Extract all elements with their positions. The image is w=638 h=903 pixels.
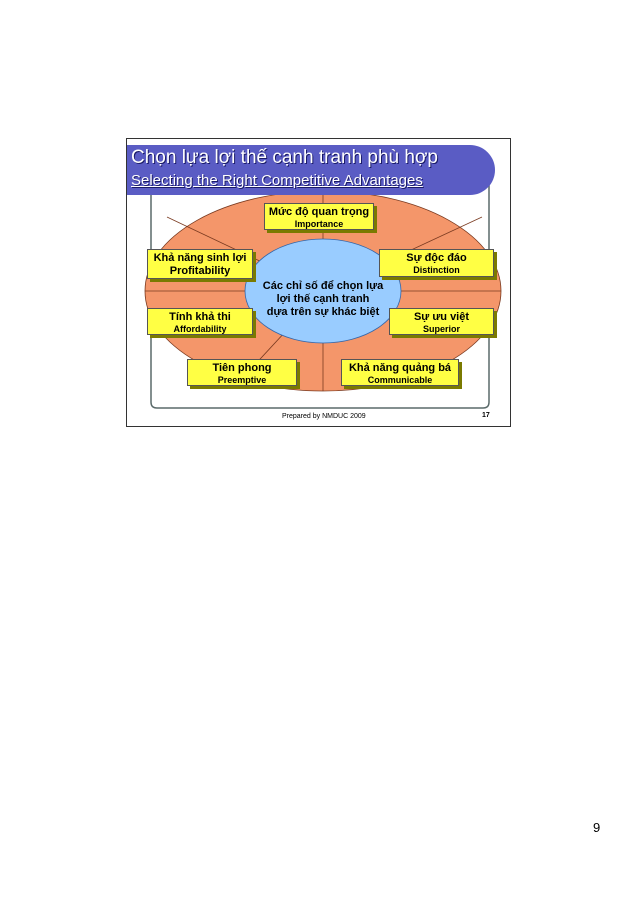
criterion-preemptive: Tiên phong Preemptive [187,359,297,386]
center-label-line-1: Các chỉ số để chọn lựa [262,280,384,292]
criterion-affordability-en: Affordability [173,324,227,334]
criterion-communicable-vi: Khả năng quảng bá [348,362,452,374]
criterion-preemptive-en: Preemptive [217,375,267,385]
slide-title: Chọn lựa lợi thế cạnh tranh phù hợp [131,147,438,168]
criterion-profitability: Khả năng sinh lợi Profitability [147,249,253,279]
criterion-distinction-vi: Sự độc đáo [406,252,467,264]
criterion-profitability-vi: Khả năng sinh lợi [153,252,247,264]
criterion-superior: Sự ưu việt Superior [389,308,494,335]
criterion-affordability: Tính khả thi Affordability [147,308,253,335]
center-label-line-3: dựa trên sự khác biệt [266,306,380,318]
slide: Chọn lựa lợi thế cạnh tranh phù hợp Sele… [126,138,511,427]
center-label: Các chỉ số để chọn lựa lợi thế cạnh tran… [253,280,393,319]
diagram-canvas [144,179,502,409]
criterion-distinction: Sự độc đáo Distinction [379,249,494,277]
inner-circle [244,238,402,344]
criterion-superior-vi: Sự ưu việt [413,311,470,323]
criterion-preemptive-vi: Tiên phong [212,362,272,374]
header-band [127,145,495,195]
criterion-importance-vi: Mức độ quan trọng [268,206,370,218]
criterion-distinction-en: Distinction [413,265,460,275]
criterion-affordability-vi: Tính khả thi [169,311,231,323]
slide-frame-line [150,179,490,409]
slide-footer: Prepared by NMDUC 2009 [282,413,366,420]
center-label-line-2: lợi thế cạnh tranh [276,293,370,305]
criterion-superior-en: Superior [422,324,460,334]
criterion-importance: Mức độ quan trọng Importance [264,203,374,230]
criterion-communicable: Khả năng quảng bá Communicable [341,359,459,386]
page-number: 9 [593,820,601,835]
criterion-profitability-en: Profitability [169,265,231,277]
slide-number: 17 [482,412,490,419]
criterion-communicable-en: Communicable [367,375,433,385]
slide-subtitle: Selecting the Right Competitive Advantag… [131,172,423,189]
criterion-importance-en: Importance [294,219,344,229]
